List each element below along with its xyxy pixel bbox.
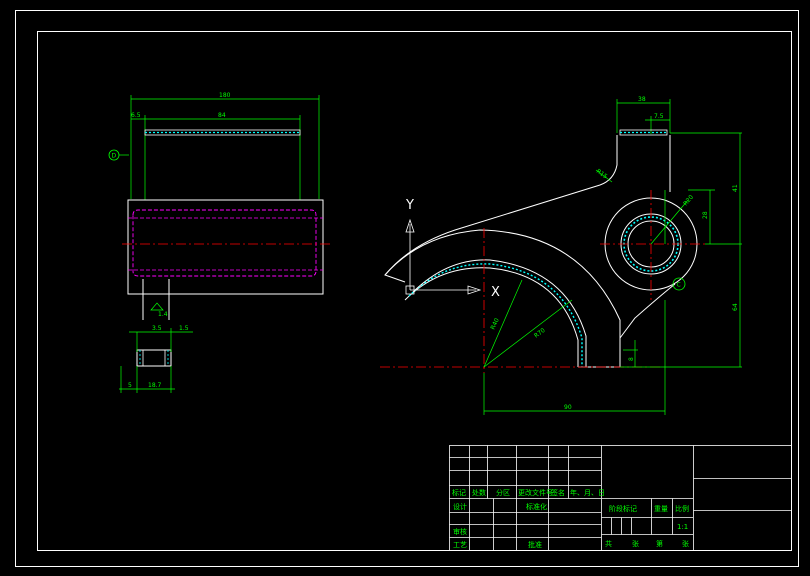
tb-stage-mark: 阶段标记 bbox=[609, 504, 637, 513]
tb-col-mark: 标记 bbox=[452, 488, 466, 497]
tb-col-count: 处数 bbox=[472, 488, 486, 497]
dim-base-width: 18.7 bbox=[148, 382, 162, 389]
tb-weight: 重量 bbox=[654, 505, 668, 513]
tb-review: 审核 bbox=[453, 527, 467, 536]
tb-approve: 批准 bbox=[528, 540, 542, 549]
dim-height-upper: 41 bbox=[732, 184, 739, 192]
dim-boss-inner: 28 bbox=[702, 211, 709, 219]
front-view: 38 7.5 R40 bbox=[380, 96, 742, 415]
tb-scale: 1:1 bbox=[677, 523, 688, 531]
dim-edge-offset: 6.5 bbox=[131, 112, 141, 119]
tb-sheet-num: 第 bbox=[656, 539, 663, 548]
dim-inner-width: 84 bbox=[218, 112, 226, 119]
detail-marker-d-label: D bbox=[112, 153, 117, 160]
dim-top-width: 38 bbox=[638, 96, 646, 103]
dim-fillet-top: R15 bbox=[595, 168, 609, 181]
dim-base-length: 90 bbox=[564, 404, 572, 411]
dim-radius-inner: R40 bbox=[489, 317, 500, 331]
dim-height-total: 64 bbox=[732, 303, 739, 311]
tb-col-change: 更改文件号 bbox=[518, 488, 553, 497]
tb-sheet-total-unit: 张 bbox=[632, 539, 639, 548]
tb-process: 工艺 bbox=[453, 541, 467, 549]
title-block-text: 标记 处数 分区 更改文件号 签名 年、月、日 设计 标准化 审核 工艺 批准 … bbox=[452, 488, 689, 549]
tb-col-sign: 签名 bbox=[551, 488, 565, 497]
tb-sheet-total: 共 bbox=[605, 539, 612, 548]
dim-radius-outer: R70 bbox=[533, 327, 547, 340]
axis-x-label: X bbox=[491, 285, 500, 300]
axis-y-label: Y bbox=[405, 198, 414, 213]
tb-sheet-num-unit: 张 bbox=[682, 539, 689, 548]
tb-standardize: 标准化 bbox=[526, 502, 547, 511]
dim-lug-step: 1.5 bbox=[179, 325, 189, 332]
tb-design: 设计 bbox=[453, 502, 467, 511]
detail-marker-c-label: C bbox=[677, 282, 681, 289]
detail-marker-c bbox=[672, 277, 686, 291]
tb-ratio: 比例 bbox=[675, 504, 689, 513]
dim-lug-offset: 3.5 bbox=[152, 325, 162, 332]
outer-border bbox=[15, 10, 799, 567]
title-block bbox=[449, 445, 792, 551]
dim-base-step: 8 bbox=[628, 357, 635, 361]
inner-border bbox=[37, 31, 792, 551]
tb-col-date: 年、月、日 bbox=[570, 488, 605, 497]
dim-overall-width: 180 bbox=[219, 92, 231, 99]
dim-chamfer: 1.4 bbox=[158, 311, 168, 318]
dim-bore-offset: 7.5 bbox=[654, 113, 664, 120]
dim-base-left: 5 bbox=[128, 382, 132, 389]
tb-col-zone: 分区 bbox=[496, 488, 510, 497]
dim-boss-radius: R20 bbox=[682, 194, 695, 208]
side-view: 180 6.5 84 D 1.4 bbox=[108, 92, 330, 393]
